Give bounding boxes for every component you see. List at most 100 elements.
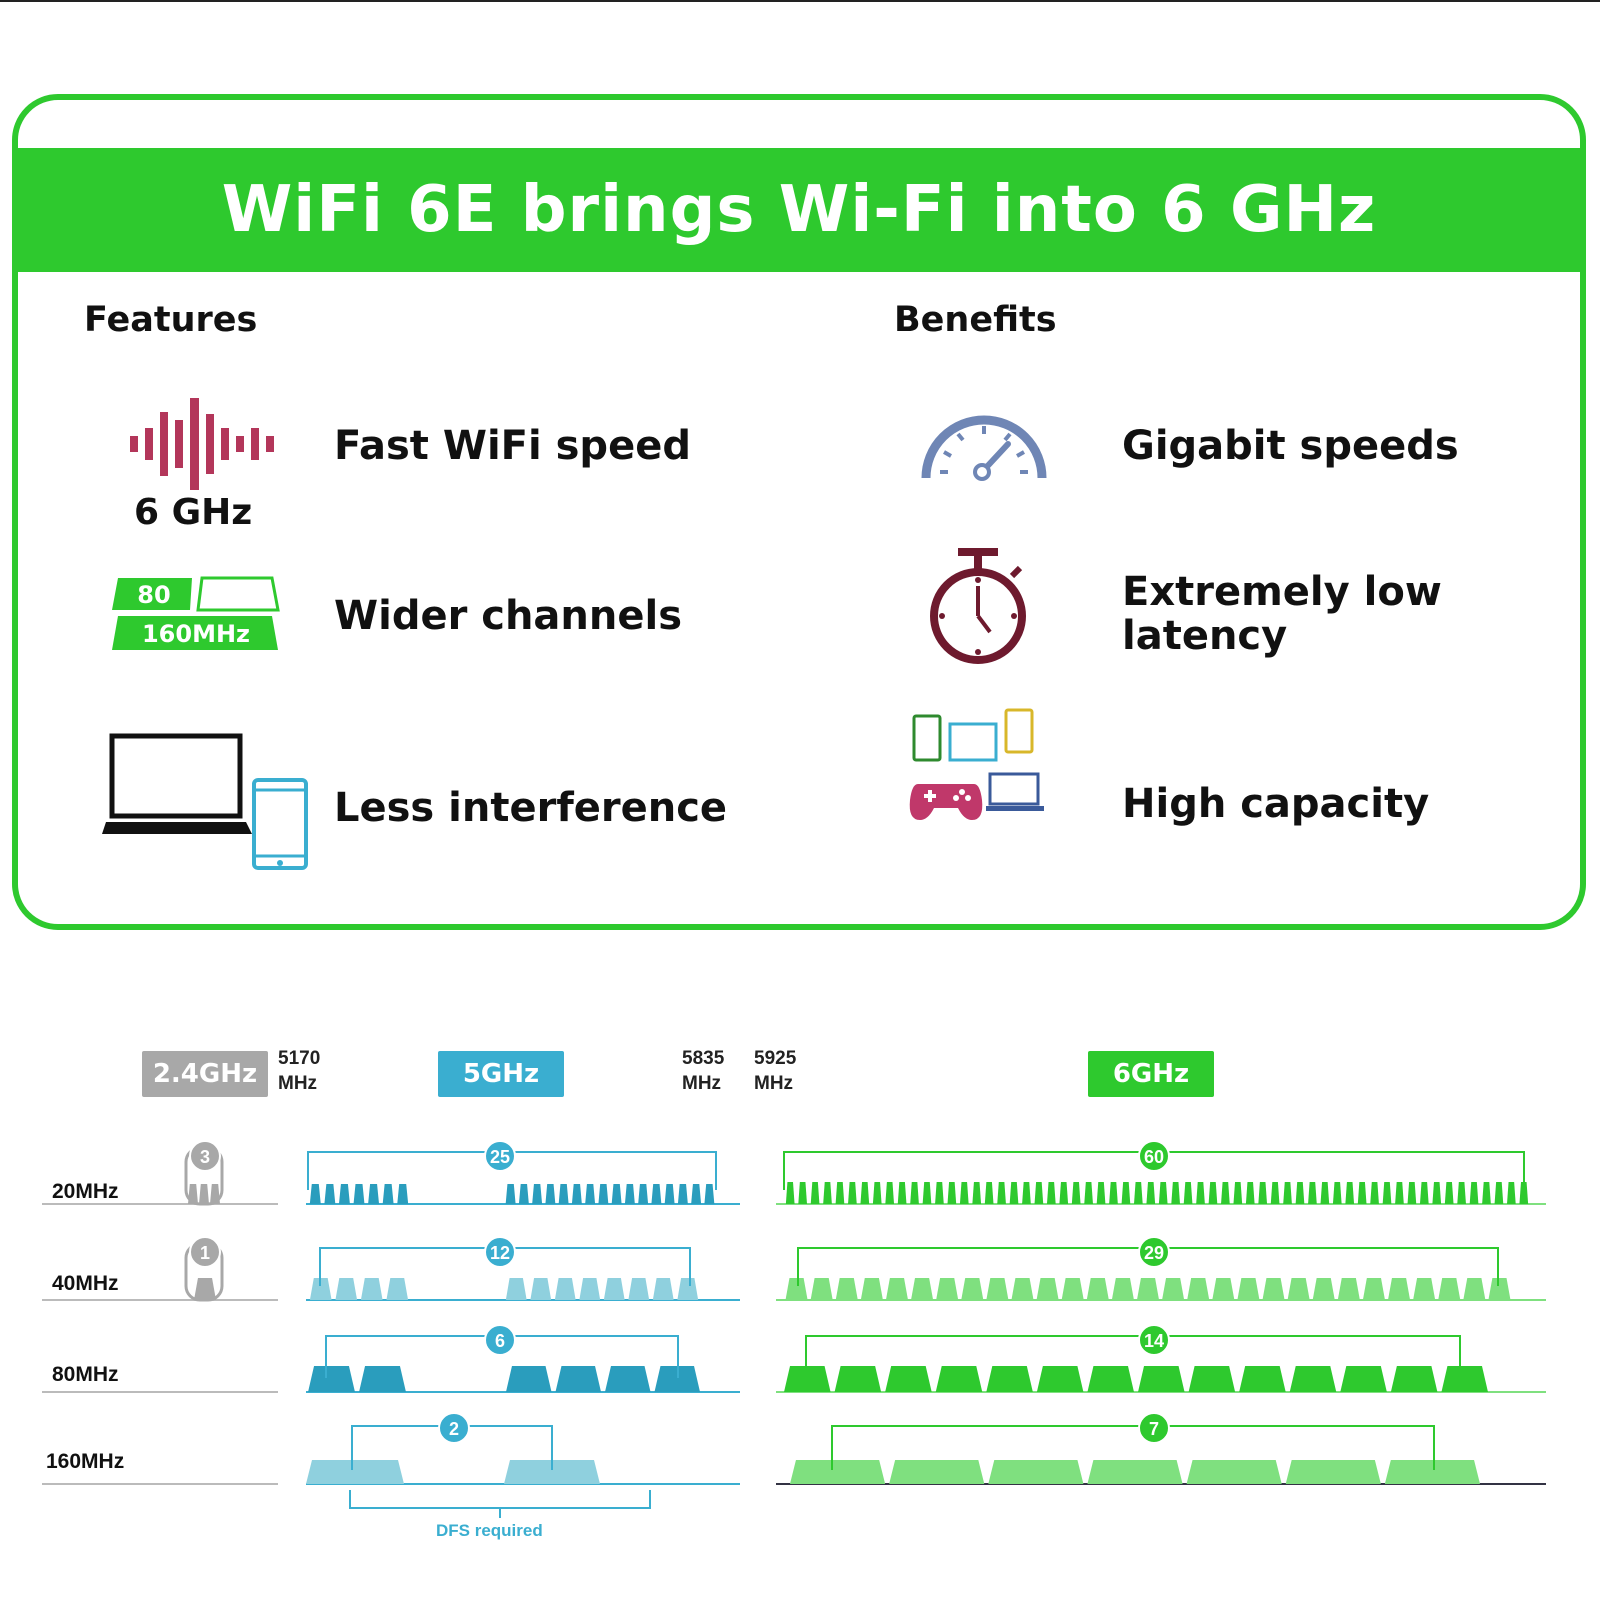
channel-6-20mhz [1109, 1182, 1118, 1204]
channel-5-40mhz [652, 1278, 674, 1300]
bracket-6-80mhz [805, 1335, 1461, 1378]
phone-yellow-icon [1004, 708, 1034, 754]
channel-6-40mhz [835, 1278, 858, 1300]
count-5-20mhz-circle [484, 1140, 516, 1172]
channel-6-40mhz [1337, 1278, 1360, 1300]
channel-6-40mhz [1162, 1278, 1185, 1300]
channel-5-160mhz [306, 1460, 404, 1484]
channel-5-20mhz [309, 1184, 321, 1204]
count-24-20mhz-circle [189, 1140, 221, 1172]
channel-6-20mhz [1146, 1182, 1156, 1204]
channel-6-20mhz [823, 1182, 832, 1204]
count-24-40mhz-circle [189, 1236, 221, 1268]
channel-6-20mhz [1208, 1182, 1218, 1204]
bracket-6-160mhz [831, 1425, 1435, 1470]
channel-6-20mhz [1395, 1182, 1404, 1204]
channel-5-20mhz [691, 1184, 702, 1204]
channel-6-20mhz [860, 1182, 870, 1204]
channel-6-20mhz [798, 1182, 808, 1204]
channel-6-40mhz [1237, 1278, 1260, 1300]
channel-6-20mhz [1494, 1182, 1504, 1204]
channel-6-20mhz [1196, 1182, 1205, 1204]
channel-6-40mhz [1111, 1278, 1134, 1300]
phone-green-icon [912, 714, 942, 762]
channel-6-20mhz [1370, 1182, 1379, 1204]
channel-5-40mhz [386, 1278, 409, 1300]
channel-6-20mhz [1332, 1182, 1342, 1204]
channel-5-40mhz [579, 1278, 601, 1300]
channel-5-20mhz [677, 1184, 688, 1204]
channel-6-40mhz [1212, 1278, 1235, 1300]
band-badge-5ghz: 5GHz [438, 1051, 564, 1097]
channel-6-40mhz [1036, 1278, 1059, 1300]
channel-5-40mhz [530, 1278, 552, 1300]
channel-5-20mhz [598, 1184, 609, 1204]
speedometer-icon [921, 415, 1047, 481]
gamepad-icon [909, 784, 983, 820]
features-heading: Features [84, 300, 258, 340]
channel-5-20mhz [505, 1184, 516, 1204]
channel-6-20mhz [810, 1182, 820, 1204]
channel-6-20mhz [1171, 1182, 1181, 1204]
benefits-heading: Benefits [894, 300, 1057, 340]
count-24-40mhz: 1 [200, 1243, 210, 1263]
count-5-80mhz: 6 [495, 1331, 505, 1351]
channel-6-20mhz [835, 1182, 845, 1204]
channel-6-20mhz [1270, 1182, 1280, 1204]
channel-6-80mhz [986, 1366, 1033, 1392]
channel-5-20mhz [638, 1184, 649, 1204]
channel-6-40mhz [986, 1278, 1009, 1300]
channel-6-40mhz [1312, 1278, 1335, 1300]
channel-6-20mhz [1283, 1182, 1292, 1204]
count-6-20mhz: 60 [1144, 1147, 1164, 1167]
channel-6-80mhz [1036, 1366, 1084, 1392]
channel-5-160mhz [504, 1460, 600, 1484]
channel-6-160mhz [1285, 1460, 1381, 1484]
channel-5-20mhz [664, 1184, 675, 1204]
channel-5-80mhz [555, 1366, 602, 1392]
count-6-80mhz-circle [1138, 1324, 1170, 1356]
channel-6-20mhz [1059, 1182, 1069, 1204]
channel-6-20mhz [1084, 1182, 1093, 1204]
channel-6-20mhz [1245, 1182, 1255, 1204]
channel-6-40mhz [1463, 1278, 1486, 1300]
6ghz-icon-label: 6 GHz [134, 492, 253, 533]
channel-6-80mhz [1390, 1366, 1438, 1392]
channel-6-20mhz [959, 1182, 969, 1204]
laptop-small-icon [988, 772, 1040, 806]
channel-6-20mhz [1457, 1182, 1466, 1204]
channel-6-20mhz [1506, 1182, 1516, 1204]
count-5-160mhz: 2 [449, 1419, 459, 1439]
channel-6-40mhz [1488, 1278, 1511, 1300]
channel-6-20mhz [1382, 1182, 1392, 1204]
count-6-20mhz-circle [1138, 1140, 1170, 1172]
channel-5-20mhz [324, 1184, 336, 1204]
channel-5-20mhz [704, 1184, 715, 1204]
channel-5-40mhz [677, 1278, 699, 1300]
channel-6-20mhz [1121, 1182, 1131, 1204]
feature-fast-wifi-speed: Fast WiFi speed [334, 423, 691, 469]
channel-6-20mhz [1444, 1182, 1454, 1204]
phone-icon [252, 778, 308, 870]
count-6-160mhz: 7 [1149, 1419, 1159, 1439]
channel-5-20mhz [624, 1184, 635, 1204]
channel-6-160mhz [1384, 1460, 1481, 1484]
count-24-20mhz: 3 [200, 1147, 210, 1167]
channel-6-40mhz [1187, 1278, 1210, 1300]
channel-6-20mhz [848, 1182, 857, 1204]
count-5-40mhz: 12 [490, 1243, 510, 1263]
channel-5-20mhz [611, 1184, 622, 1204]
channel-5-40mhz [335, 1278, 358, 1300]
channel-5-40mhz [554, 1278, 576, 1300]
width-label-160mhz: 160MHz [46, 1450, 125, 1473]
channel-6-160mhz [988, 1460, 1084, 1484]
width-label-20mhz: 20MHz [52, 1180, 119, 1203]
channel-5-40mhz [360, 1278, 383, 1300]
benefit-high-capacity: High capacity [1122, 781, 1430, 827]
channel-6-40mhz [1086, 1278, 1109, 1300]
channel-5-80mhz [505, 1366, 552, 1392]
channel-6-40mhz [810, 1278, 833, 1300]
count-5-40mhz-circle [484, 1236, 516, 1268]
